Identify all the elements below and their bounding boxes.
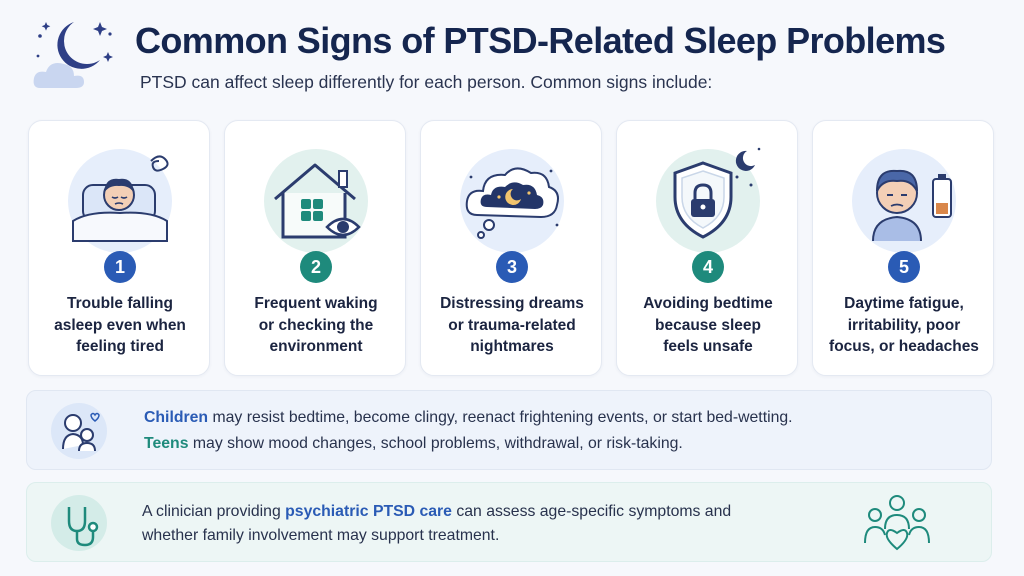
dream-cloud-icon bbox=[460, 149, 564, 253]
family-heart-icon bbox=[864, 495, 930, 551]
page-title: Common Signs of PTSD-Related Sleep Probl… bbox=[135, 20, 946, 61]
clinician-panel: A clinician providing psychiatric PTSD c… bbox=[26, 482, 992, 562]
clinician-text-line-2: whether family involvement may support t… bbox=[142, 527, 500, 544]
house-eye-icon bbox=[264, 149, 368, 253]
moon-cloud-icon bbox=[33, 22, 113, 88]
person-in-bed-icon bbox=[68, 149, 172, 253]
sign-number-1: 1 bbox=[104, 251, 136, 283]
clinician-text-line-1: A clinician providing psychiatric PTSD c… bbox=[142, 503, 732, 520]
sign-number-2: 2 bbox=[300, 251, 332, 283]
sign-number-3: 3 bbox=[496, 251, 528, 283]
teens-text: Teens may show mood changes, school prob… bbox=[144, 435, 683, 452]
children-teens-panel: Children may resist bedtime, become clin… bbox=[26, 390, 992, 470]
page-subtitle: PTSD can affect sleep differently for ea… bbox=[140, 72, 713, 92]
stethoscope-icon bbox=[51, 495, 107, 551]
shield-lock-icon bbox=[656, 147, 761, 253]
sign-number-4: 4 bbox=[692, 251, 724, 283]
sign-number-5: 5 bbox=[888, 251, 920, 283]
tired-person-battery-icon bbox=[852, 149, 956, 253]
parent-child-icon bbox=[51, 403, 107, 459]
children-text: Children may resist bedtime, become clin… bbox=[144, 409, 793, 426]
